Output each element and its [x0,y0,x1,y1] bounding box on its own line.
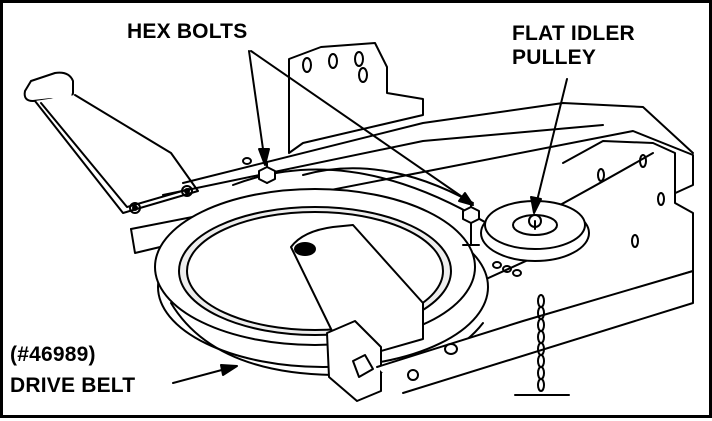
drive-belt-assembly-illustration [23,42,694,402]
hex-bolts-label: HEX BOLTS [127,20,248,43]
idler-label-line2: PULLEY [512,46,597,69]
hex-bolt-left [242,157,276,184]
pulley-arm-plate [290,224,424,360]
top-bracket [288,42,424,154]
front-bracket [326,270,694,402]
hex-bolts-leaders [248,50,474,206]
drive-belt-label: DRIVE BELT [10,374,136,397]
hex-bolt-right [462,204,480,246]
idler-label-line1: FLAT IDLER [512,22,635,45]
drive-belt-leader [172,364,238,384]
idler-pulley-leader [530,78,568,214]
right-bracket [522,140,694,324]
part-number-label: (#46989) [10,343,96,366]
left-bracket-plate [23,71,199,214]
hanging-chain [492,261,570,396]
flat-idler-pulley [480,200,590,262]
